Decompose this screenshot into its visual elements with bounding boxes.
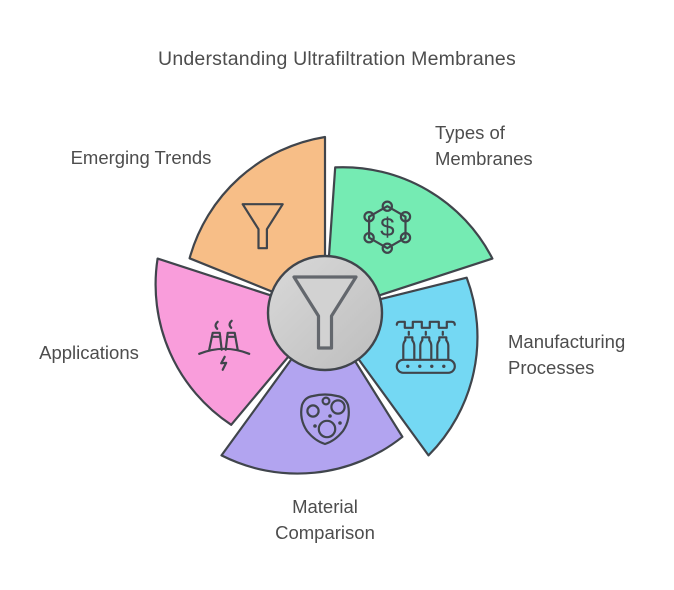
segment-label-manufacturing-processes: Manufacturing Processes [508, 331, 626, 378]
segment-label-emerging-trends: Emerging Trends [70, 147, 212, 168]
segment-label-types-of-membranes: Types of Membranes [435, 122, 533, 169]
diagram-title: Understanding Ultrafiltration Membranes [158, 48, 516, 70]
segment-material-comparison [220, 311, 404, 475]
ultrafiltration-wheel-diagram: $ [154, 135, 494, 475]
funnel-icon-center [292, 275, 358, 350]
segment-label-material-comparison: Material Comparison [275, 496, 375, 543]
segment-label-applications: Applications [39, 342, 139, 363]
